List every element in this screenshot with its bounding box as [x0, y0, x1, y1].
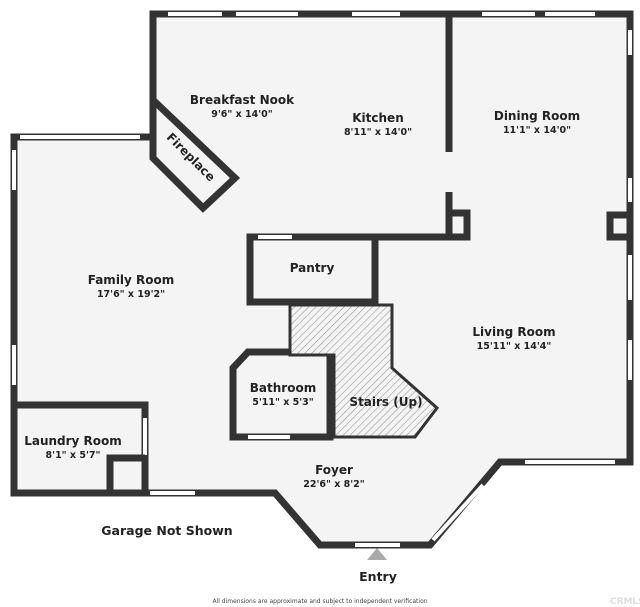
room-dims-kitchen: 8'11" x 14'0": [344, 127, 412, 138]
room-dims-foyer: 22'6" x 8'2": [303, 479, 365, 490]
room-dims-family-room: 17'6" x 19'2": [97, 289, 165, 300]
room-name-bathroom: Bathroom: [250, 381, 316, 395]
room-name-living-room: Living Room: [472, 325, 555, 339]
room-dims-dining-room: 11'1" x 14'0": [503, 125, 571, 136]
room-name-kitchen: Kitchen: [352, 111, 404, 125]
room-name-breakfast-nook: Breakfast Nook: [190, 93, 295, 107]
stairs: [288, 303, 440, 439]
windows: [12, 12, 632, 547]
room-dims-bathroom: 5'11" x 5'3": [252, 397, 314, 408]
room-name-foyer: Foyer: [315, 463, 353, 477]
room-name-pantry: Pantry: [290, 261, 335, 275]
disclaimer: All dimensions are approximate and subje…: [212, 598, 427, 605]
garage-note: Garage Not Shown: [101, 523, 232, 538]
room-name-family-room: Family Room: [88, 273, 175, 287]
floor-area: [14, 14, 630, 545]
fireplace: [149, 91, 241, 213]
room-name-laundry-room: Laundry Room: [24, 434, 122, 448]
room-dims-breakfast-nook: 9'6" x 14'0": [211, 109, 273, 120]
room-name-stairs: Stairs (Up): [349, 395, 422, 409]
entry-arrow-icon: [367, 548, 387, 560]
column: [606, 211, 634, 241]
watermark: CRMLS: [610, 597, 640, 607]
column: [445, 209, 471, 241]
room-name-dining-room: Dining Room: [494, 109, 580, 123]
entry-label: Entry: [359, 569, 397, 584]
room-dims-living-room: 15'11" x 14'4": [477, 341, 552, 352]
room-dims-laundry-room: 8'1" x 5'7": [46, 450, 101, 461]
